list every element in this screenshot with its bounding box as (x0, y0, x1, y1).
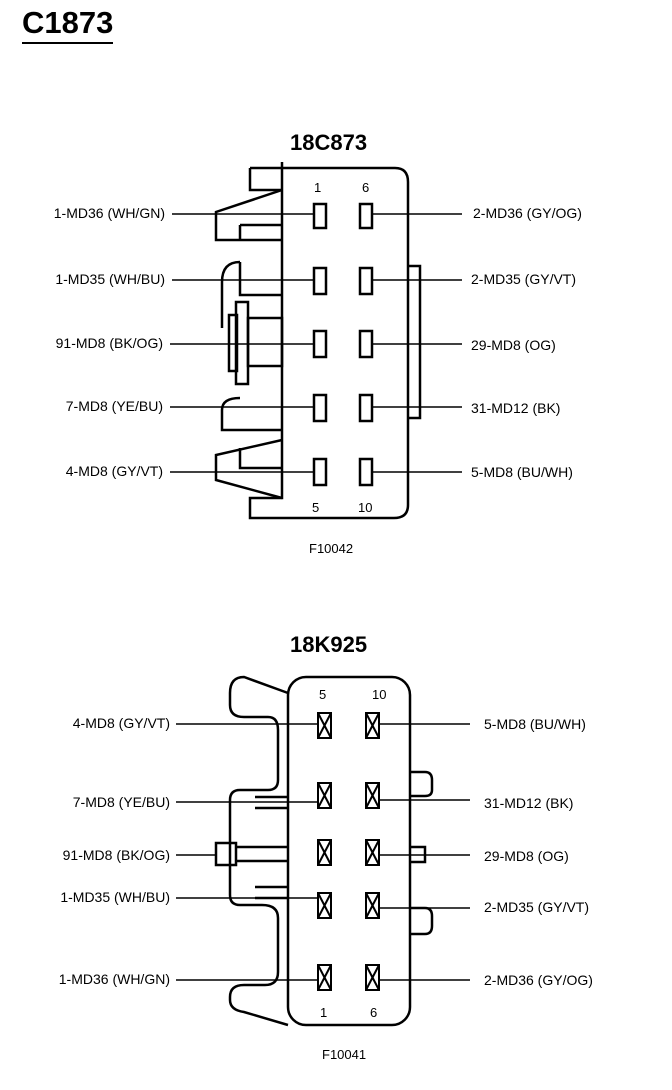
connector-1-left-wire-3: 91-MD8 (BK/OG) (55, 335, 163, 351)
connector-2-pin-label-bottom-right: 6 (370, 1005, 378, 1020)
connector-2-pin-9 (365, 782, 380, 809)
connector-1-pin-9 (358, 393, 374, 423)
connector-1-pin-1 (312, 202, 328, 230)
connector-2-pin-8 (365, 839, 380, 866)
connector-2-pin-4 (317, 782, 332, 809)
connector-1-pin-2 (312, 266, 328, 296)
connector-1-pin-6 (358, 202, 374, 230)
connector-1-pin-label-bottom-right: 10 (358, 500, 373, 515)
connector-1-left-wire-5: 4-MD8 (GY/VT) (65, 463, 163, 479)
connector-2-right-wire-2: 31-MD12 (BK) (484, 795, 574, 811)
connector-2-left-wire-1: 4-MD8 (GY/VT) (72, 715, 170, 731)
connector-2-title: 18K925 (290, 632, 368, 657)
connector-2-right-wire-1: 5-MD8 (BU/WH) (484, 716, 586, 732)
connector-1-pin-label-top-right: 6 (362, 180, 370, 195)
connector-2-pin-10 (365, 712, 380, 739)
connector-2-housing (286, 675, 412, 1027)
connector-1-pin-label-bottom-left: 5 (312, 500, 320, 515)
connector-1-pin-4 (312, 393, 328, 423)
connector-1-right-wire-4: 31-MD12 (BK) (471, 400, 561, 416)
connector-2-pin-label-top-left: 5 (319, 687, 327, 702)
connector-2-left-wire-3: 91-MD8 (BK/OG) (62, 847, 170, 863)
connector-1-housing (248, 162, 410, 520)
connector-2-right-wire-5: 2-MD36 (GY/OG) (484, 972, 593, 988)
connector-1-figure-id: F10042 (309, 541, 354, 556)
connector-2-pin-label-bottom-left: 1 (320, 1005, 328, 1020)
connector-1-right-wire-3: 29-MD8 (OG) (471, 337, 556, 353)
connector-1-right-wire-2: 2-MD35 (GY/VT) (471, 271, 577, 287)
connector-1-pin-7 (358, 266, 374, 296)
connector-1-left-wire-1: 1-MD36 (WH/GN) (53, 205, 165, 221)
connector-2-left-wire-5: 1-MD36 (WH/GN) (58, 971, 170, 987)
connector-2-right-wire-4: 2-MD35 (GY/VT) (484, 899, 590, 915)
connector-2-key (214, 841, 238, 867)
connector-2-pin-3 (317, 839, 332, 866)
connector-2-left-wire-2: 7-MD8 (YE/BU) (72, 794, 170, 810)
connector-1-right-wire-5: 5-MD8 (BU/WH) (471, 464, 573, 480)
connector-2-left-wire-4: 1-MD35 (WH/BU) (60, 889, 170, 905)
connector-2-pin-5 (317, 712, 332, 739)
connector-2-pin-2 (317, 892, 332, 919)
connector-1-pin-label-top-left: 1 (314, 180, 322, 195)
connector-1-right-wire-1: 2-MD36 (GY/OG) (473, 205, 582, 221)
connector-2-pin-6 (365, 964, 380, 991)
connector-1-title: 18C873 (290, 130, 368, 155)
connector-2-right-wire-3: 29-MD8 (OG) (484, 848, 569, 864)
connector-2-pin-7 (365, 892, 380, 919)
connector-1-left-wire-2: 1-MD35 (WH/BU) (55, 271, 165, 287)
connector-2-pin-label-top-right: 10 (372, 687, 387, 702)
connector-2-pin-1 (317, 964, 332, 991)
connector-1-left-wire-4: 7-MD8 (YE/BU) (65, 398, 163, 414)
connector-2-figure-id: F10041 (322, 1047, 367, 1062)
diagram-title: C1873 (22, 4, 114, 44)
